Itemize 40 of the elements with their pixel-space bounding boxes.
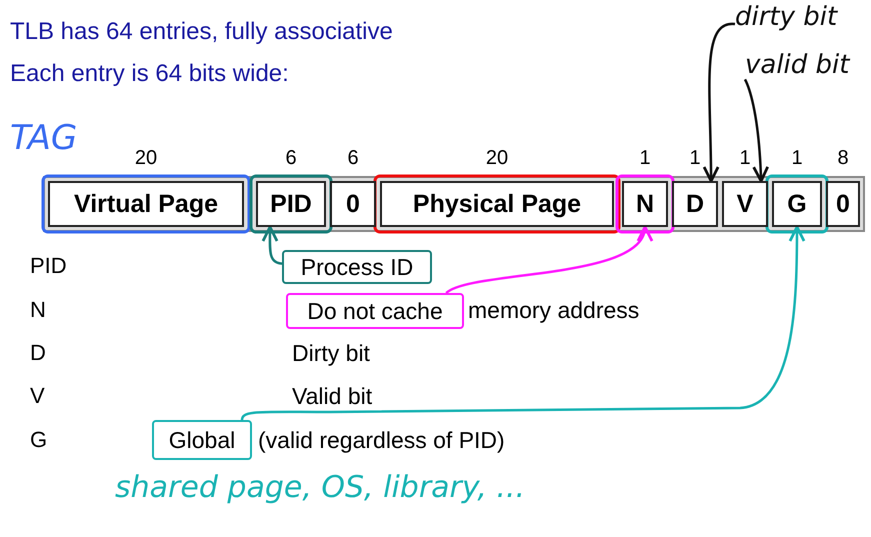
bit-field: 0 xyxy=(330,181,376,227)
text-label: G xyxy=(30,427,48,453)
bit-width: 8 xyxy=(836,147,850,170)
annotation-text: dirty bit xyxy=(735,2,863,42)
bit-width: 6 xyxy=(284,147,298,170)
annotation-box: Process ID xyxy=(282,250,432,284)
bit-width: 1 xyxy=(738,147,752,170)
bit-field: 0 xyxy=(826,181,860,227)
bit-width: 6 xyxy=(346,147,360,170)
text-label: Valid bit xyxy=(292,383,372,410)
annotation-text: valid bit xyxy=(745,50,871,92)
arrow xyxy=(262,226,282,265)
handwritten-note: shared page, OS, library, ... xyxy=(115,470,525,505)
bit-field: Physical Page xyxy=(380,181,614,227)
bit-width: 20 xyxy=(134,147,158,170)
bit-field: D xyxy=(672,181,718,227)
bit-field: V xyxy=(722,181,768,227)
handwritten-note: TAG xyxy=(10,118,78,158)
text-label: N xyxy=(30,297,46,323)
bit-field: PID xyxy=(256,181,326,227)
annotation-box: Global xyxy=(152,420,252,460)
bit-field: N xyxy=(622,181,668,227)
text-label: Each entry is 64 bits wide: xyxy=(10,60,289,88)
bit-width: 1 xyxy=(638,147,652,170)
text-label: PID xyxy=(30,253,67,279)
bit-width: 20 xyxy=(484,147,510,170)
bit-field: Virtual Page xyxy=(48,181,244,227)
text-label: D xyxy=(30,340,46,366)
bit-width: 1 xyxy=(790,147,804,170)
text-label: TLB has 64 entries, fully associative xyxy=(10,18,393,46)
arrow xyxy=(702,22,736,182)
annotation-box: Do not cache xyxy=(286,293,464,329)
bit-field: G xyxy=(772,181,822,227)
text-label: (valid regardless of PID) xyxy=(258,427,505,454)
bit-width: 1 xyxy=(688,147,702,170)
text-label: memory address xyxy=(468,297,640,324)
text-label: Dirty bit xyxy=(292,340,370,367)
arrow xyxy=(744,78,769,182)
arrow xyxy=(241,226,806,421)
text-label: V xyxy=(30,383,45,409)
